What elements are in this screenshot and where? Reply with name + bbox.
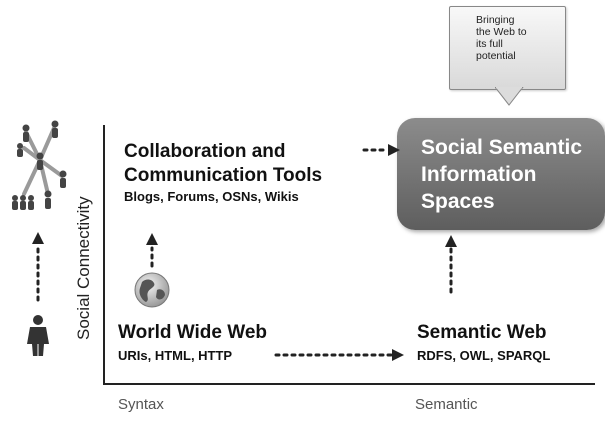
semweb-node: Semantic Web RDFS, OWL, SPARQL	[417, 321, 550, 363]
ssis-title-line: Spaces	[421, 190, 495, 213]
ssis-title: Social Semantic Information Spaces	[421, 134, 582, 215]
x-axis-label-semantic: Semantic	[415, 396, 478, 413]
x-axis	[103, 383, 595, 385]
collab-title-line: Communication Tools	[124, 165, 323, 186]
semweb-subtitle: RDFS, OWL, SPARQL	[417, 348, 551, 363]
callout-text: Bringing the Web to its full potential	[476, 14, 562, 62]
ssis-title-line: Social Semantic	[421, 136, 583, 159]
www-node: World Wide Web URIs, HTML, HTTP	[118, 321, 267, 363]
arrow-collab-to-ssis	[362, 144, 400, 156]
arrow-www-to-semweb	[274, 349, 404, 361]
y-axis	[103, 125, 105, 385]
www-title: World Wide Web	[118, 322, 268, 343]
collab-subtitle: Blogs, Forums, OSNs, Wikis	[124, 189, 299, 204]
globe-icon	[134, 272, 170, 308]
callout-line: the Web to	[476, 26, 527, 38]
arrow-www-to-collab	[146, 233, 158, 268]
collab-title-line: Collaboration and	[124, 141, 286, 162]
callout-line: Bringing	[476, 14, 515, 26]
arrow-person-to-network	[32, 232, 44, 302]
social-semantic-information-spaces-box: Social Semantic Information Spaces	[397, 118, 605, 230]
callout-pointer	[495, 87, 524, 106]
semweb-title: Semantic Web	[417, 322, 547, 343]
x-axis-label-syntax: Syntax	[118, 396, 164, 413]
person-icon	[27, 315, 49, 356]
callout-line: its full	[476, 38, 503, 50]
www-subtitle: URIs, HTML, HTTP	[118, 348, 233, 363]
social-network-icon	[12, 120, 67, 210]
callout-line: potential	[476, 50, 516, 62]
collab-node: Collaboration and Communication Tools Bl…	[124, 140, 322, 204]
arrow-semweb-to-ssis	[445, 235, 457, 294]
ssis-title-line: Information	[421, 163, 537, 186]
callout-box: Bringing the Web to its full potential	[449, 6, 566, 90]
